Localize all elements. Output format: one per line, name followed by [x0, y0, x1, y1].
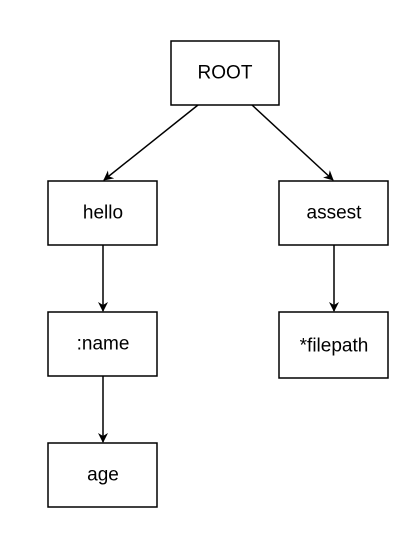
node-root: ROOT	[170, 40, 280, 106]
node-age-box	[47, 442, 158, 508]
node-filepath: *filepath	[278, 311, 389, 379]
node-filepath-label: *filepath	[300, 336, 369, 357]
node-name-box	[47, 311, 158, 377]
node-filepath-box	[278, 311, 389, 379]
node-age: age	[47, 442, 158, 508]
edge-root-hello	[103, 104, 199, 181]
node-hello-label: hello	[83, 203, 123, 224]
node-hello-box	[47, 180, 158, 246]
node-age-label: age	[87, 465, 119, 486]
node-assest-label: assest	[307, 203, 363, 224]
node-root-label: ROOT	[198, 63, 253, 84]
node-name: :name	[47, 311, 158, 377]
node-assest-box	[278, 180, 389, 246]
node-hello: hello	[47, 180, 158, 246]
edge-root-assest	[251, 104, 334, 181]
node-name-label: :name	[77, 334, 130, 355]
node-assest: assest	[278, 180, 389, 246]
node-root-box	[170, 40, 280, 106]
